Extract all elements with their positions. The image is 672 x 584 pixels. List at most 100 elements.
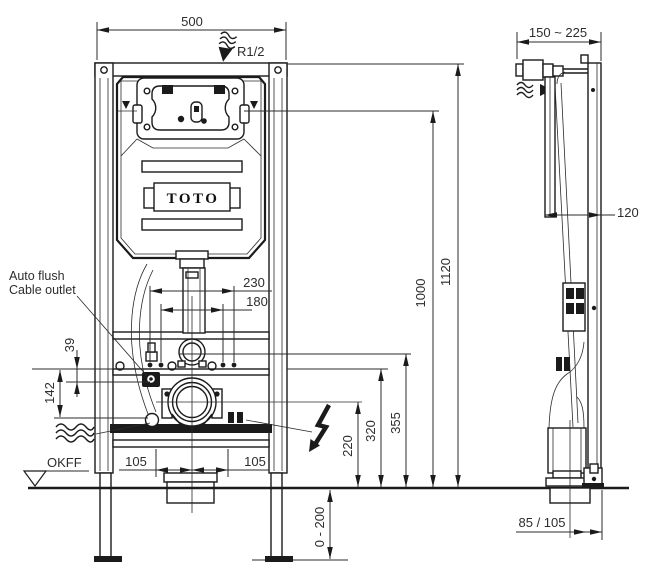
frame-screw-icon [100,66,108,74]
floor-level: OKFF [22,455,89,488]
adjustable-legs [94,472,348,562]
svg-text:500: 500 [181,14,203,29]
mounting-bracket [151,85,230,131]
water-leader-line [95,422,151,435]
dim-drain-wall-offset: 85 / 105 [516,490,603,540]
pipe-clip-icon [564,357,570,371]
frame-hole-icon [115,361,125,371]
clamp-bolt-icon [214,391,220,397]
level-mark-icon [250,101,258,109]
frame-bottom-bar [112,439,270,448]
dim-supply-height: 355 [179,353,411,487]
retaining-clip-icon [237,412,243,423]
cable-conduit [131,263,160,428]
frame-crossbar-lower [112,368,270,376]
dim-drain-offsets: 105 105 [119,449,269,477]
svg-text:105: 105 [244,454,266,469]
frame-hole-icon [207,361,217,371]
dim-leg-adjust-range: 0 - 200 [312,490,333,559]
svg-text:180: 180 [246,294,268,309]
panel-side-clip [132,104,143,124]
panel-screw-icon [231,87,239,95]
side-drain-pipe [545,420,591,538]
vent-slot [141,218,243,231]
svg-text:230: 230 [243,275,265,290]
wc-bolt-icon [220,362,226,368]
svg-text:1000: 1000 [413,279,428,308]
side-frame-internals [544,71,586,429]
frame-screw-icon [274,66,282,74]
plate-hole-icon [591,305,597,311]
panel-hole-icon [177,115,185,123]
panel-hole-icon [201,118,207,124]
conduit-outlet-hole [144,412,160,428]
callout-leader-line [76,295,148,377]
svg-text:220: 220 [340,435,355,457]
frame-right-rail [268,62,288,474]
lightning-arrow-tip [309,439,320,452]
dim-conduit-drop: 142 [42,370,148,419]
water-waves-icon [55,423,95,443]
panel-screw-icon [143,123,151,131]
dim-outer-bolt-spacing: 230 [149,275,272,362]
callout-text-line1: Auto flush [9,269,65,283]
dim-inner-bolt-spacing: 180 [160,294,268,362]
wc-bolt-icon [231,362,237,368]
dimension-annotations: 500 1120 1000 355 320 220 [32,14,639,559]
dim-overall-height: 1120 [287,63,464,487]
supply-arrow-icon [218,46,233,62]
water-flow-icon [218,31,238,50]
water-inlet-symbol [218,31,238,62]
dim-water-inlet: R1/2 [237,44,264,59]
svg-text:105: 105 [125,454,147,469]
bracket-tab-icon [162,85,173,94]
svg-text:85 / 105: 85 / 105 [519,515,566,530]
frame-hole-icon [167,361,177,371]
dim-cable-outlet-drop: 39 [32,338,150,397]
callout-text-line2: Cable outlet [9,283,76,297]
left-leg [99,472,112,558]
svg-text:320: 320 [363,420,378,442]
pipe-clip-icon [556,357,562,371]
vent-slot [141,160,243,173]
side-rear-foot [582,463,604,488]
wc-bolt-icon [158,362,164,368]
svg-text:120: 120 [617,205,639,220]
brand-logo: TOTO [167,191,220,207]
wc-bolt-icon [147,362,153,368]
svg-text:150 ~ 225: 150 ~ 225 [529,25,587,40]
level-mark-icon [122,101,130,109]
right-leg [270,472,283,558]
side-view [515,54,604,538]
flush-pipe [175,250,209,334]
bracket-tab-icon [214,85,225,94]
right-foot [265,556,293,562]
stop-valve [515,54,589,81]
dim-overall-width: 500 [96,14,287,60]
panel-screw-icon [231,123,239,131]
support-bracket-bar [110,424,272,433]
svg-text:355: 355 [388,412,403,434]
retaining-clip-icon [228,412,234,423]
dim-holes-height: 320 [287,368,388,487]
cistern-face-details: TOTO [141,160,243,231]
panel-side-clip [239,104,250,124]
drain-bend [548,341,585,429]
carrier-frame [94,62,288,474]
plate-hole-icon [591,88,595,92]
dim-drain-height: 220 [340,402,361,487]
electric-connection-symbol [245,403,331,452]
left-foot [94,556,122,562]
electric-leader-line [245,419,313,433]
logo-plate [153,182,231,212]
wall-mounting-plate [587,62,602,488]
floor-level-label: OKFF [47,455,82,470]
svg-text:39: 39 [62,338,77,352]
frame-left-rail [94,62,114,474]
actuator-access-panel [118,77,262,157]
water-connection-symbol [55,422,151,443]
panel-screw-icon [143,87,151,95]
svg-text:142: 142 [42,382,57,404]
